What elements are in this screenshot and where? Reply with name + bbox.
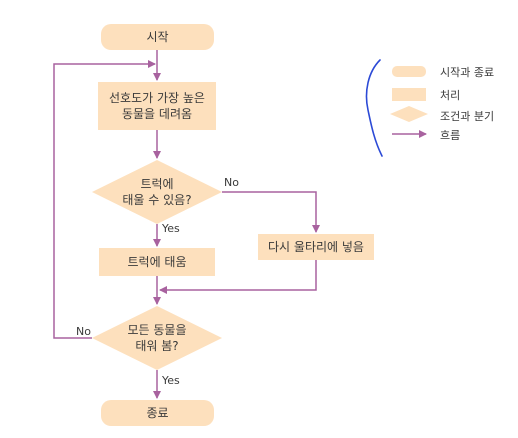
all-tried-line2: 태워 봄? (135, 339, 179, 353)
pick-animal-process: 선호도가 가장 높은 동물을 데려옴 (98, 82, 216, 130)
truck-check-line1: 트럭에 (140, 177, 174, 191)
all-tried-line1: 모든 동물을 (127, 323, 187, 337)
legend-start-end-label: 시작과 종료 (440, 66, 495, 79)
edge-label-no-1: No (224, 176, 239, 189)
pick-animal-line1: 선호도가 가장 높은 (109, 91, 205, 105)
arrow-no-loop-back (53, 60, 156, 339)
legend-terminal-shape (392, 66, 426, 77)
truck-check-line2: 태울 수 있음? (122, 193, 192, 207)
arrow-return-to-merge (159, 260, 317, 294)
legend-flow-label: 흐름 (440, 129, 461, 142)
decision-diamond-truck (92, 160, 222, 224)
blue-bracket-mark (365, 59, 383, 157)
legend-decision-shape (390, 106, 428, 122)
legend-process-shape (392, 88, 426, 101)
return-fence-process: 다시 울타리에 넣음 (258, 234, 374, 260)
truck-check-label: 트럭에 태울 수 있음? (107, 176, 207, 208)
load-truck-process: 트럭에 태움 (99, 248, 215, 276)
legend-process-label: 처리 (440, 89, 461, 102)
decision-diamond-all (92, 306, 222, 370)
all-tried-label: 모든 동물을 태워 봄? (107, 322, 207, 354)
pick-animal-line2: 동물을 데려옴 (121, 107, 193, 121)
arrow-no-to-return (222, 191, 320, 233)
edge-label-yes-2: Yes (162, 374, 180, 387)
legend-condition-label: 조건과 분기 (440, 110, 495, 123)
end-node: 종료 (101, 400, 214, 426)
edge-label-no-2: No (76, 325, 91, 338)
start-node: 시작 (101, 24, 214, 50)
edge-label-yes-1: Yes (162, 222, 180, 235)
